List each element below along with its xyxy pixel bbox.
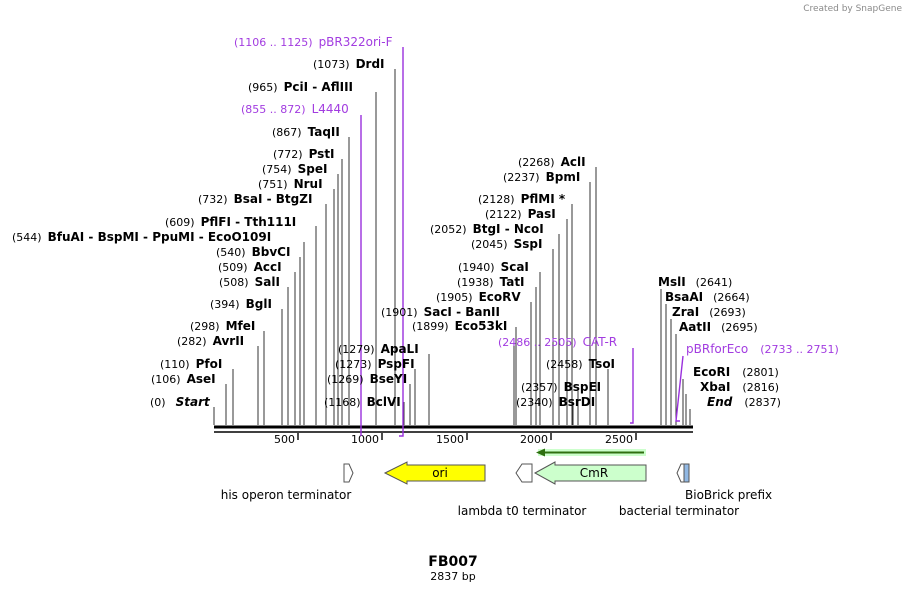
site-label-end[interactable]: End(2837) xyxy=(707,395,781,409)
primer-lines xyxy=(360,47,684,437)
ruler: 500 1000 1500 2000 2500 xyxy=(274,433,637,446)
feature-cmr[interactable]: CmR xyxy=(533,461,647,485)
primer-label-l4440[interactable]: (855 .. 872)L4440 xyxy=(241,102,349,116)
site-leader-lines xyxy=(213,69,691,425)
primer-label-cat-r[interactable]: (2486 .. 2505)CAT-R xyxy=(498,335,617,349)
site-label-bbvci[interactable]: (540)BbvCI xyxy=(216,245,290,259)
site-label-tati[interactable]: (1938)TatI xyxy=(457,275,525,289)
primer-label-pbrforeco[interactable]: pBRforEco(2733 .. 2751) xyxy=(686,342,839,356)
feature-label: his operon terminator xyxy=(221,488,352,502)
site-label-pasi[interactable]: (2122)PasI xyxy=(485,207,556,221)
site-label-bspei[interactable]: (2357)BspEI xyxy=(521,380,601,394)
site-label-psti[interactable]: (772)PstI xyxy=(273,147,335,161)
site-label-msli[interactable]: MslI(2641) xyxy=(658,275,732,289)
feature-biobrick-prefix[interactable]: BioBrick prefix xyxy=(683,463,772,502)
tick-label: 1500 xyxy=(436,433,464,446)
site-label-bsaai[interactable]: BsaAI(2664) xyxy=(665,290,750,304)
feature-label: BioBrick prefix xyxy=(685,488,772,502)
site-label-pflfi-tth111i[interactable]: (609)PflFI - Tth111I xyxy=(165,215,296,229)
site-label-nrui[interactable]: (751)NruI xyxy=(258,177,323,191)
site-label-bseyi[interactable]: (1269)BseYI xyxy=(327,372,407,386)
site-label-scai[interactable]: (1940)ScaI xyxy=(458,260,529,274)
snapgene-credit: Created by SnapGene xyxy=(803,4,902,14)
tick-label: 1000 xyxy=(351,433,379,446)
plasmid-title: FB007 xyxy=(428,554,477,570)
feature-lambda-t0-terminator[interactable]: lambda t0 terminator xyxy=(458,463,587,518)
site-label-taqii[interactable]: (867)TaqII xyxy=(272,125,340,139)
site-label-btgi-ncoi[interactable]: (2052)BtgI - NcoI xyxy=(430,222,544,236)
site-label-acli[interactable]: (2268)AclI xyxy=(518,155,586,169)
site-label-bsrdi[interactable]: (2340)BsrDI xyxy=(516,395,595,409)
site-label-sali[interactable]: (508)SalI xyxy=(219,275,280,289)
site-label-bgli[interactable]: (394)BglI xyxy=(210,297,272,311)
site-label-pfoi[interactable]: (110)PfoI xyxy=(160,357,222,371)
site-label-ecorv[interactable]: (1905)EcoRV xyxy=(436,290,521,304)
site-label-sacI-banii[interactable]: (1901)SacI - BanII xyxy=(381,305,500,319)
feature-his-operon-terminator[interactable]: his operon terminator xyxy=(221,463,354,502)
feature-label: bacterial terminator xyxy=(619,504,739,518)
feature-label: lambda t0 terminator xyxy=(458,504,587,518)
site-label-start[interactable]: (0)Start xyxy=(150,395,211,409)
site-label-bsai-btgzi[interactable]: (732)BsaI - BtgZI xyxy=(198,192,312,206)
feature-label: CmR xyxy=(580,466,608,480)
feature-ori[interactable]: ori xyxy=(383,461,486,485)
site-label-pcii-afliii[interactable]: (965)PciI - AflIII xyxy=(248,80,353,94)
tick-label: 2000 xyxy=(520,433,548,446)
site-label-xbai[interactable]: XbaI(2816) xyxy=(700,380,779,394)
site-label-asei[interactable]: (106)AseI xyxy=(151,372,216,386)
feature-label: ori xyxy=(432,466,448,480)
tick-label: 500 xyxy=(274,433,295,446)
site-label-apali[interactable]: (1279)ApaLI xyxy=(338,342,419,356)
site-label-eco53ki[interactable]: (1899)Eco53kI xyxy=(412,319,507,333)
site-label-pspfi[interactable]: (1273)PspFI xyxy=(335,357,415,371)
tick-label: 2500 xyxy=(605,433,633,446)
site-label-sspi[interactable]: (2045)SspI xyxy=(471,237,542,251)
site-label-drdi[interactable]: (1073)DrdI xyxy=(313,57,385,71)
site-label-avrii[interactable]: (282)AvrII xyxy=(177,334,244,348)
site-label-acci[interactable]: (509)AccI xyxy=(218,260,282,274)
site-label-bfuai-group[interactable]: (544)BfuAI - BspMI - PpuMI - EcoO109I xyxy=(12,230,271,244)
plasmid-length: 2837 bp xyxy=(430,570,475,583)
site-label-bpmi[interactable]: (2237)BpmI xyxy=(503,170,580,184)
site-label-spei[interactable]: (754)SpeI xyxy=(262,162,327,176)
site-label-bclvi[interactable]: (1168)BclVI xyxy=(324,395,401,409)
site-label-pflmi[interactable]: (2128)PflMI * xyxy=(478,192,566,206)
site-label-mfei[interactable]: (298)MfeI xyxy=(190,319,255,333)
feature-bacterial-terminator[interactable]: bacterial terminator xyxy=(619,463,739,518)
site-label-ecori[interactable]: EcoRI(2801) xyxy=(693,365,779,379)
site-label-aatii[interactable]: AatII(2695) xyxy=(679,320,758,334)
site-label-zrai[interactable]: ZraI(2693) xyxy=(672,305,746,319)
primer-label-pbr322ori-f[interactable]: (1106 .. 1125)pBR322ori-F xyxy=(234,35,393,49)
site-label-tsoi[interactable]: (2458)TsoI xyxy=(546,357,615,371)
cat-r-primer-arrow xyxy=(536,448,646,457)
sequence-backbone xyxy=(214,425,693,433)
